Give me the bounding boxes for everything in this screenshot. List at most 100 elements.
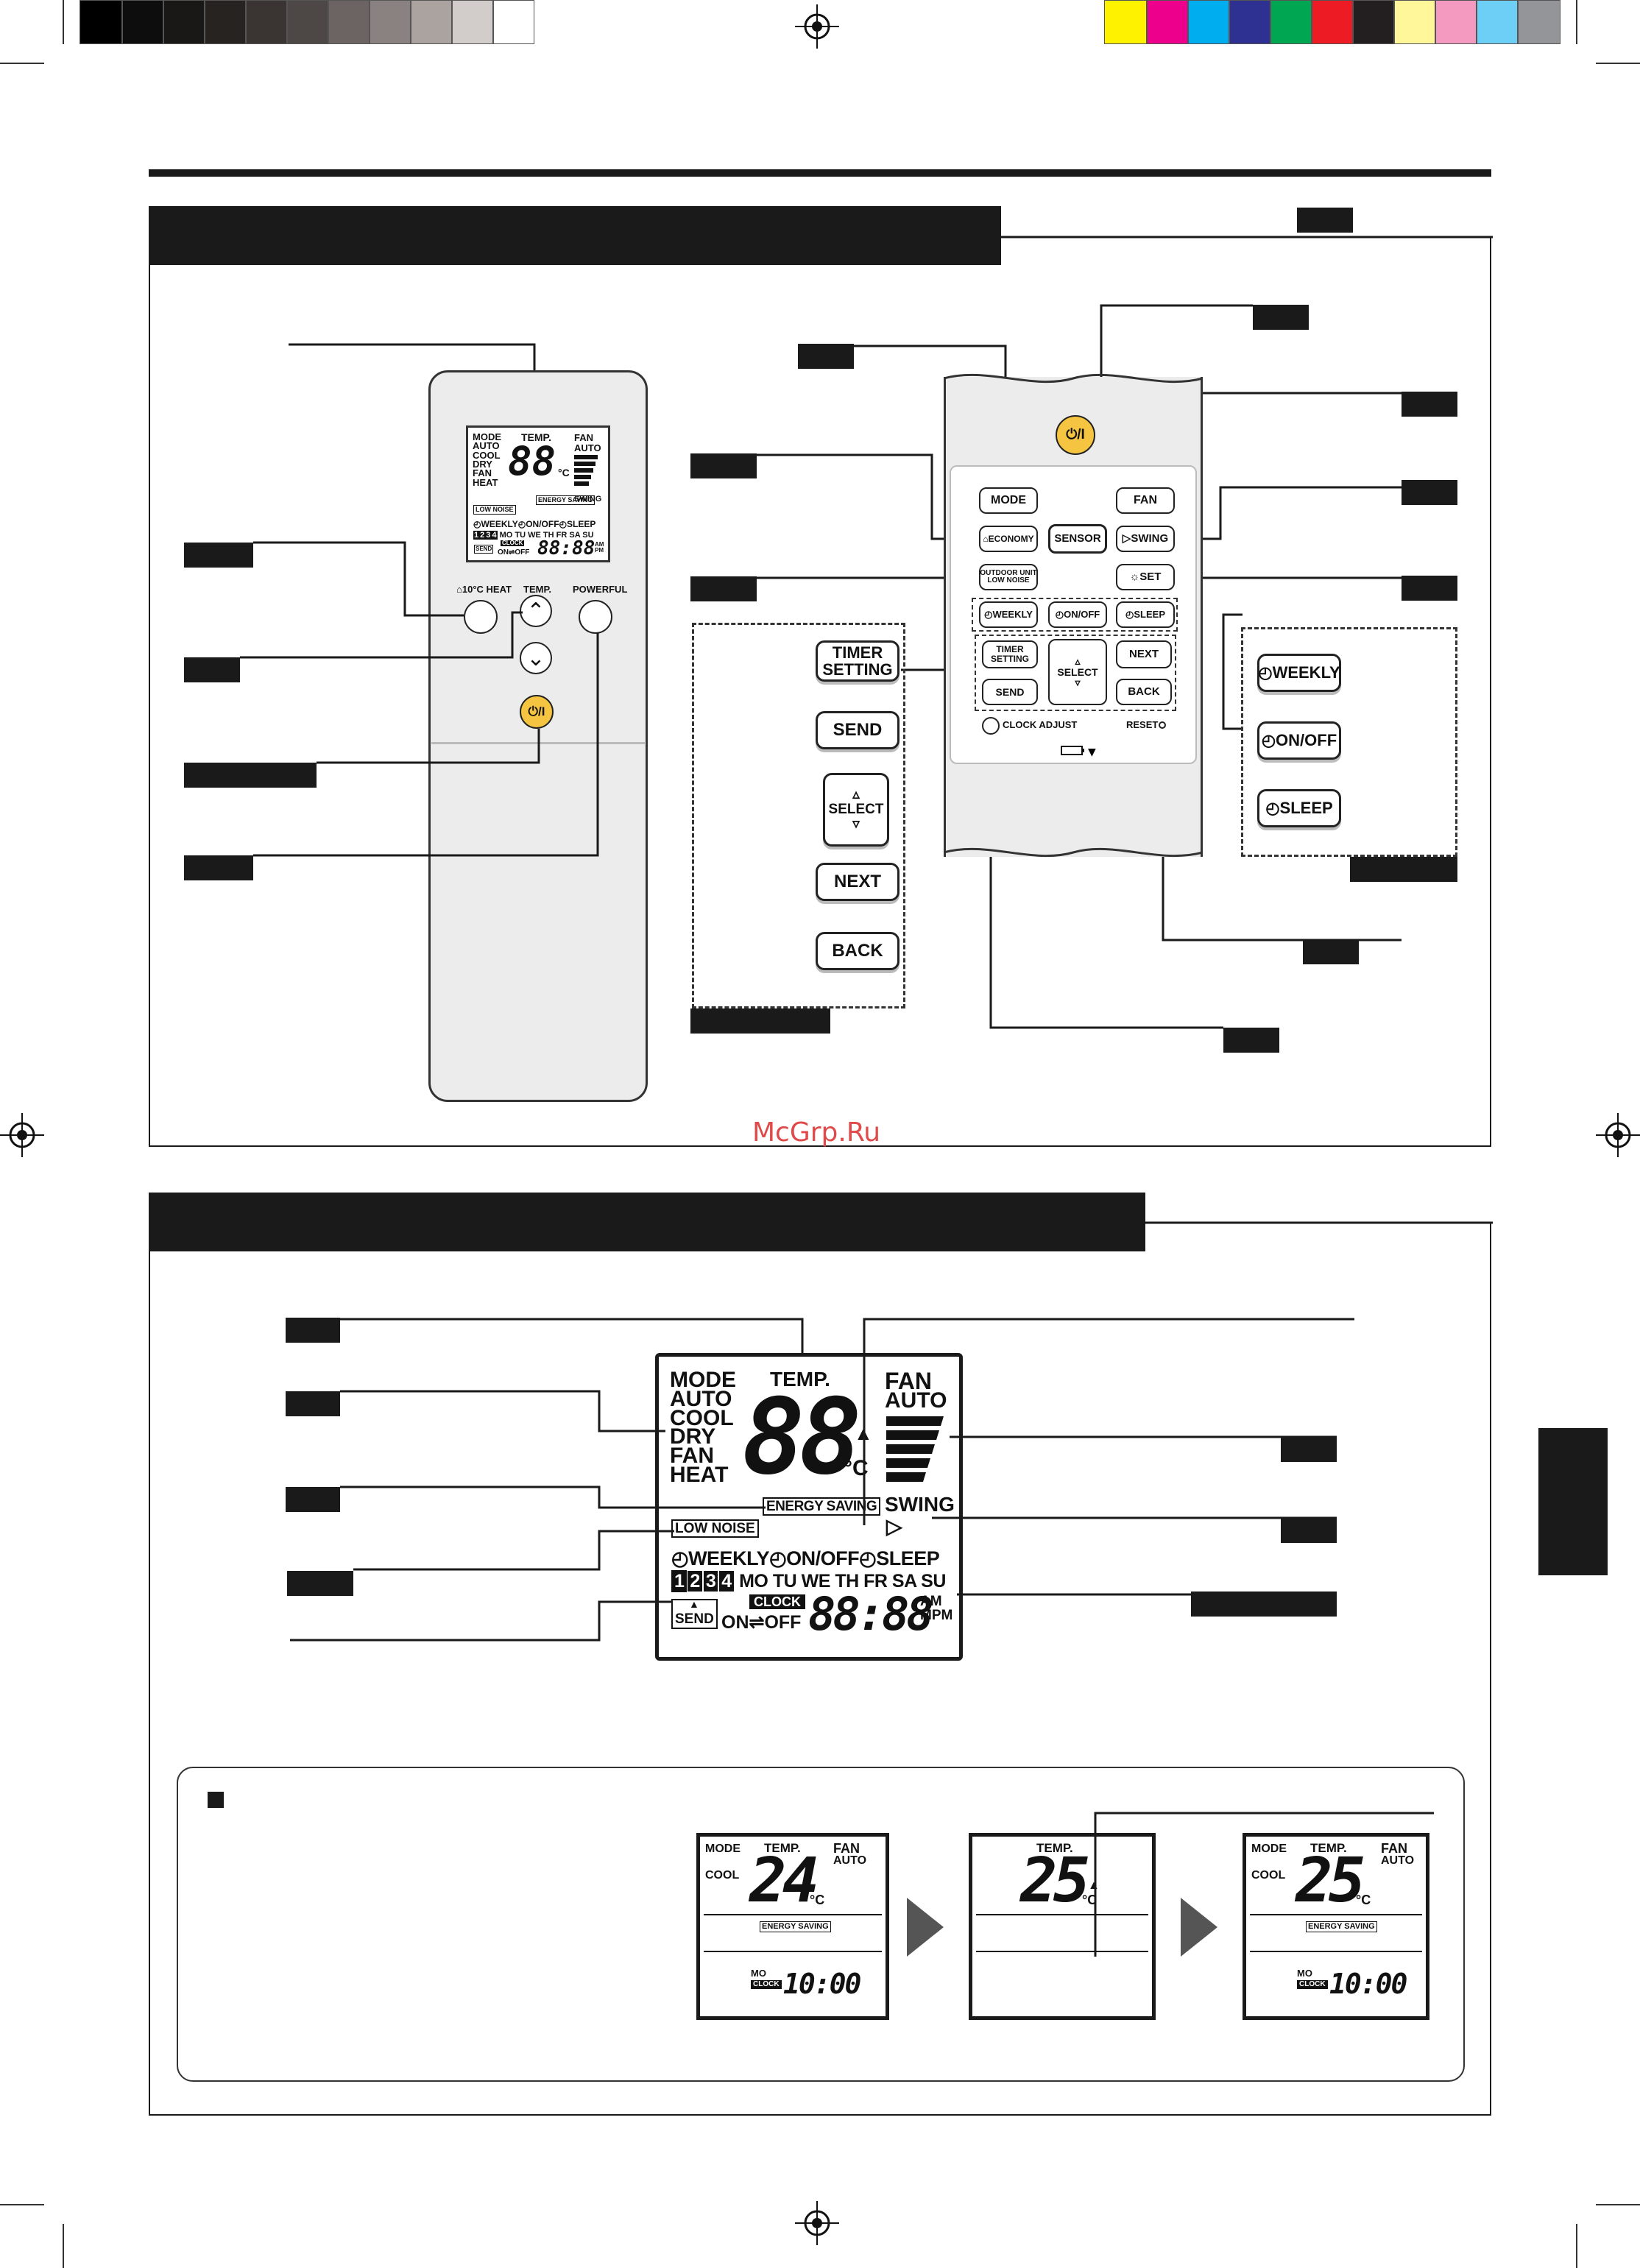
tag-lcd-fan [1281, 1437, 1337, 1462]
callout-onoff-button[interactable]: ◴ON/OFF [1257, 721, 1341, 760]
power-button[interactable]: ⏻/I [520, 695, 554, 729]
ex3-energy: ENERGY SAVING [1306, 1921, 1377, 1932]
tag-temp [184, 657, 240, 682]
panel-clock-adjust-button[interactable] [982, 717, 1000, 735]
ex1-energy: ENERGY SAVING [760, 1921, 831, 1932]
remote-lcd-clock-digits: 88:88 [537, 537, 595, 559]
ex3-mode: MODE [1251, 1843, 1287, 1855]
panel-power-button[interactable]: ⏻/I [1056, 415, 1095, 455]
remote-lcd-send: SEND [474, 545, 494, 554]
ex1-time: 10:00 [783, 1968, 861, 2000]
ex1-digits: 24 [749, 1844, 819, 1916]
lcd-timers: ◴WEEKLY◴ON/OFF◴SLEEP [671, 1547, 940, 1569]
tag-fan [1402, 392, 1457, 417]
ex3-unit: °C [1356, 1893, 1371, 1907]
tag-power [184, 763, 317, 788]
battery-icon: ▼ [1061, 746, 1096, 758]
watermark: McGrp.Ru [752, 1117, 881, 1148]
panel-program-group [975, 635, 1176, 711]
panel-swing-button[interactable]: ▷SWING [1116, 526, 1175, 552]
tag-lcd-low-noise [287, 1571, 353, 1596]
remote-lcd [466, 425, 610, 562]
temp-down-button[interactable]: ⌄ [520, 642, 552, 674]
panel-economy-button[interactable]: ⌂ECONOMY [979, 526, 1038, 552]
registration-mark-top [795, 4, 839, 49]
example-arrow-1-icon [907, 1898, 944, 1957]
ex1-auto: AUTO [833, 1854, 867, 1867]
tag-economy [690, 453, 757, 478]
panel-sensor-button[interactable]: SENSOR [1048, 524, 1107, 554]
side-tab [1538, 1428, 1608, 1575]
tag-powerful [184, 855, 253, 880]
callout-sleep-button[interactable]: ◴SLEEP [1257, 789, 1341, 827]
panel-set-button[interactable]: ☼SET [1116, 564, 1175, 590]
ref-tag [1297, 208, 1353, 233]
tag-outdoor-low-noise [690, 576, 757, 601]
example-screen-3 [1243, 1833, 1429, 2020]
remote-panel-top-wave [944, 373, 1203, 384]
tag-reset [1303, 939, 1359, 964]
panel-back-button[interactable]: BACK [1116, 679, 1172, 705]
example-arrow-2-icon [1181, 1898, 1217, 1957]
section2-leader-lines [290, 1318, 1354, 1642]
lcd-on-off: ON⇌OFF [721, 1612, 802, 1633]
panel-fan-button[interactable]: FAN [1116, 487, 1175, 514]
remote-lcd-low-noise: LOW NOISE [473, 505, 516, 515]
panel-sleep-button[interactable]: ◴SLEEP [1116, 601, 1175, 628]
ex1-mode: MODE [705, 1843, 741, 1855]
panel-next-button[interactable]: NEXT [1116, 640, 1172, 668]
ex1-fan: FAN [833, 1841, 860, 1856]
remote-panel-bottom-wave [944, 847, 1203, 858]
tag-clock-adjust [1223, 1028, 1279, 1053]
callout-weekly-button[interactable]: ◴WEEKLY [1257, 654, 1341, 692]
registration-mark-right [1596, 1113, 1640, 1157]
lcd-fan-label: FAN [885, 1368, 932, 1394]
panel-reset-button[interactable] [1159, 721, 1166, 729]
ex3-day: MO [1297, 1968, 1312, 1979]
remote-lcd-fan-auto: AUTO [574, 442, 601, 453]
example-box [177, 1767, 1465, 2082]
ex3-auto: AUTO [1381, 1854, 1415, 1867]
panel-onoff-button[interactable]: ◴ON/OFF [1048, 601, 1107, 628]
callout-timer-buttons [1241, 627, 1457, 857]
powerful-button[interactable] [579, 600, 612, 634]
panel-mode-button[interactable]: MODE [979, 487, 1038, 514]
callout-back-button[interactable]: BACK [816, 932, 899, 970]
remote-lcd-swing: SWING [574, 495, 602, 504]
panel-clock-adjust-label: CLOCK ADJUST [1003, 719, 1078, 730]
remote-lcd-fan: FAN [574, 432, 593, 443]
panel-select-button[interactable]: ▵SELECT▿ [1048, 639, 1107, 705]
callout-select-button[interactable]: ▵SELECT▿ [823, 773, 889, 847]
ex3-time: 10:00 [1329, 1968, 1407, 2000]
lcd-temp-digits: 88 [742, 1377, 862, 1498]
temp-up-button[interactable]: ⌃ [520, 595, 552, 627]
panel-timer-group [972, 598, 1178, 632]
panel-send-button[interactable]: SEND [982, 679, 1038, 705]
heat10-button[interactable] [464, 600, 498, 634]
lcd-send-arrow-icon: ▲ [689, 1598, 699, 1610]
tag-lcd-energy [286, 1487, 340, 1512]
section1-title-bar [149, 206, 1001, 265]
panel-weekly-button[interactable]: ◴WEEKLY [979, 601, 1038, 628]
ex1-temp: TEMP. [764, 1841, 801, 1855]
callout-send-button[interactable]: SEND [816, 711, 899, 749]
tag-heat10 [184, 543, 253, 568]
callout-next-button[interactable]: NEXT [816, 863, 899, 901]
lcd-fan-auto: AUTO [885, 1388, 947, 1413]
remote-lcd-timers: ◴WEEKLY◴ON/OFF◴SLEEP [473, 519, 596, 529]
lcd-swing-icon: ▷ [886, 1515, 902, 1538]
ex3-cool: COOL [1251, 1869, 1286, 1882]
lcd-clock: CLOCK [749, 1594, 805, 1609]
ex2-unit: °C [1082, 1893, 1098, 1907]
heat10-label: ⌂10°C HEAT [456, 584, 512, 595]
remote-lcd-fan-bars [574, 455, 598, 486]
ex3-digits: 25 [1296, 1844, 1365, 1916]
temp-label: TEMP. [523, 584, 552, 595]
tag-program-group [690, 1008, 830, 1034]
